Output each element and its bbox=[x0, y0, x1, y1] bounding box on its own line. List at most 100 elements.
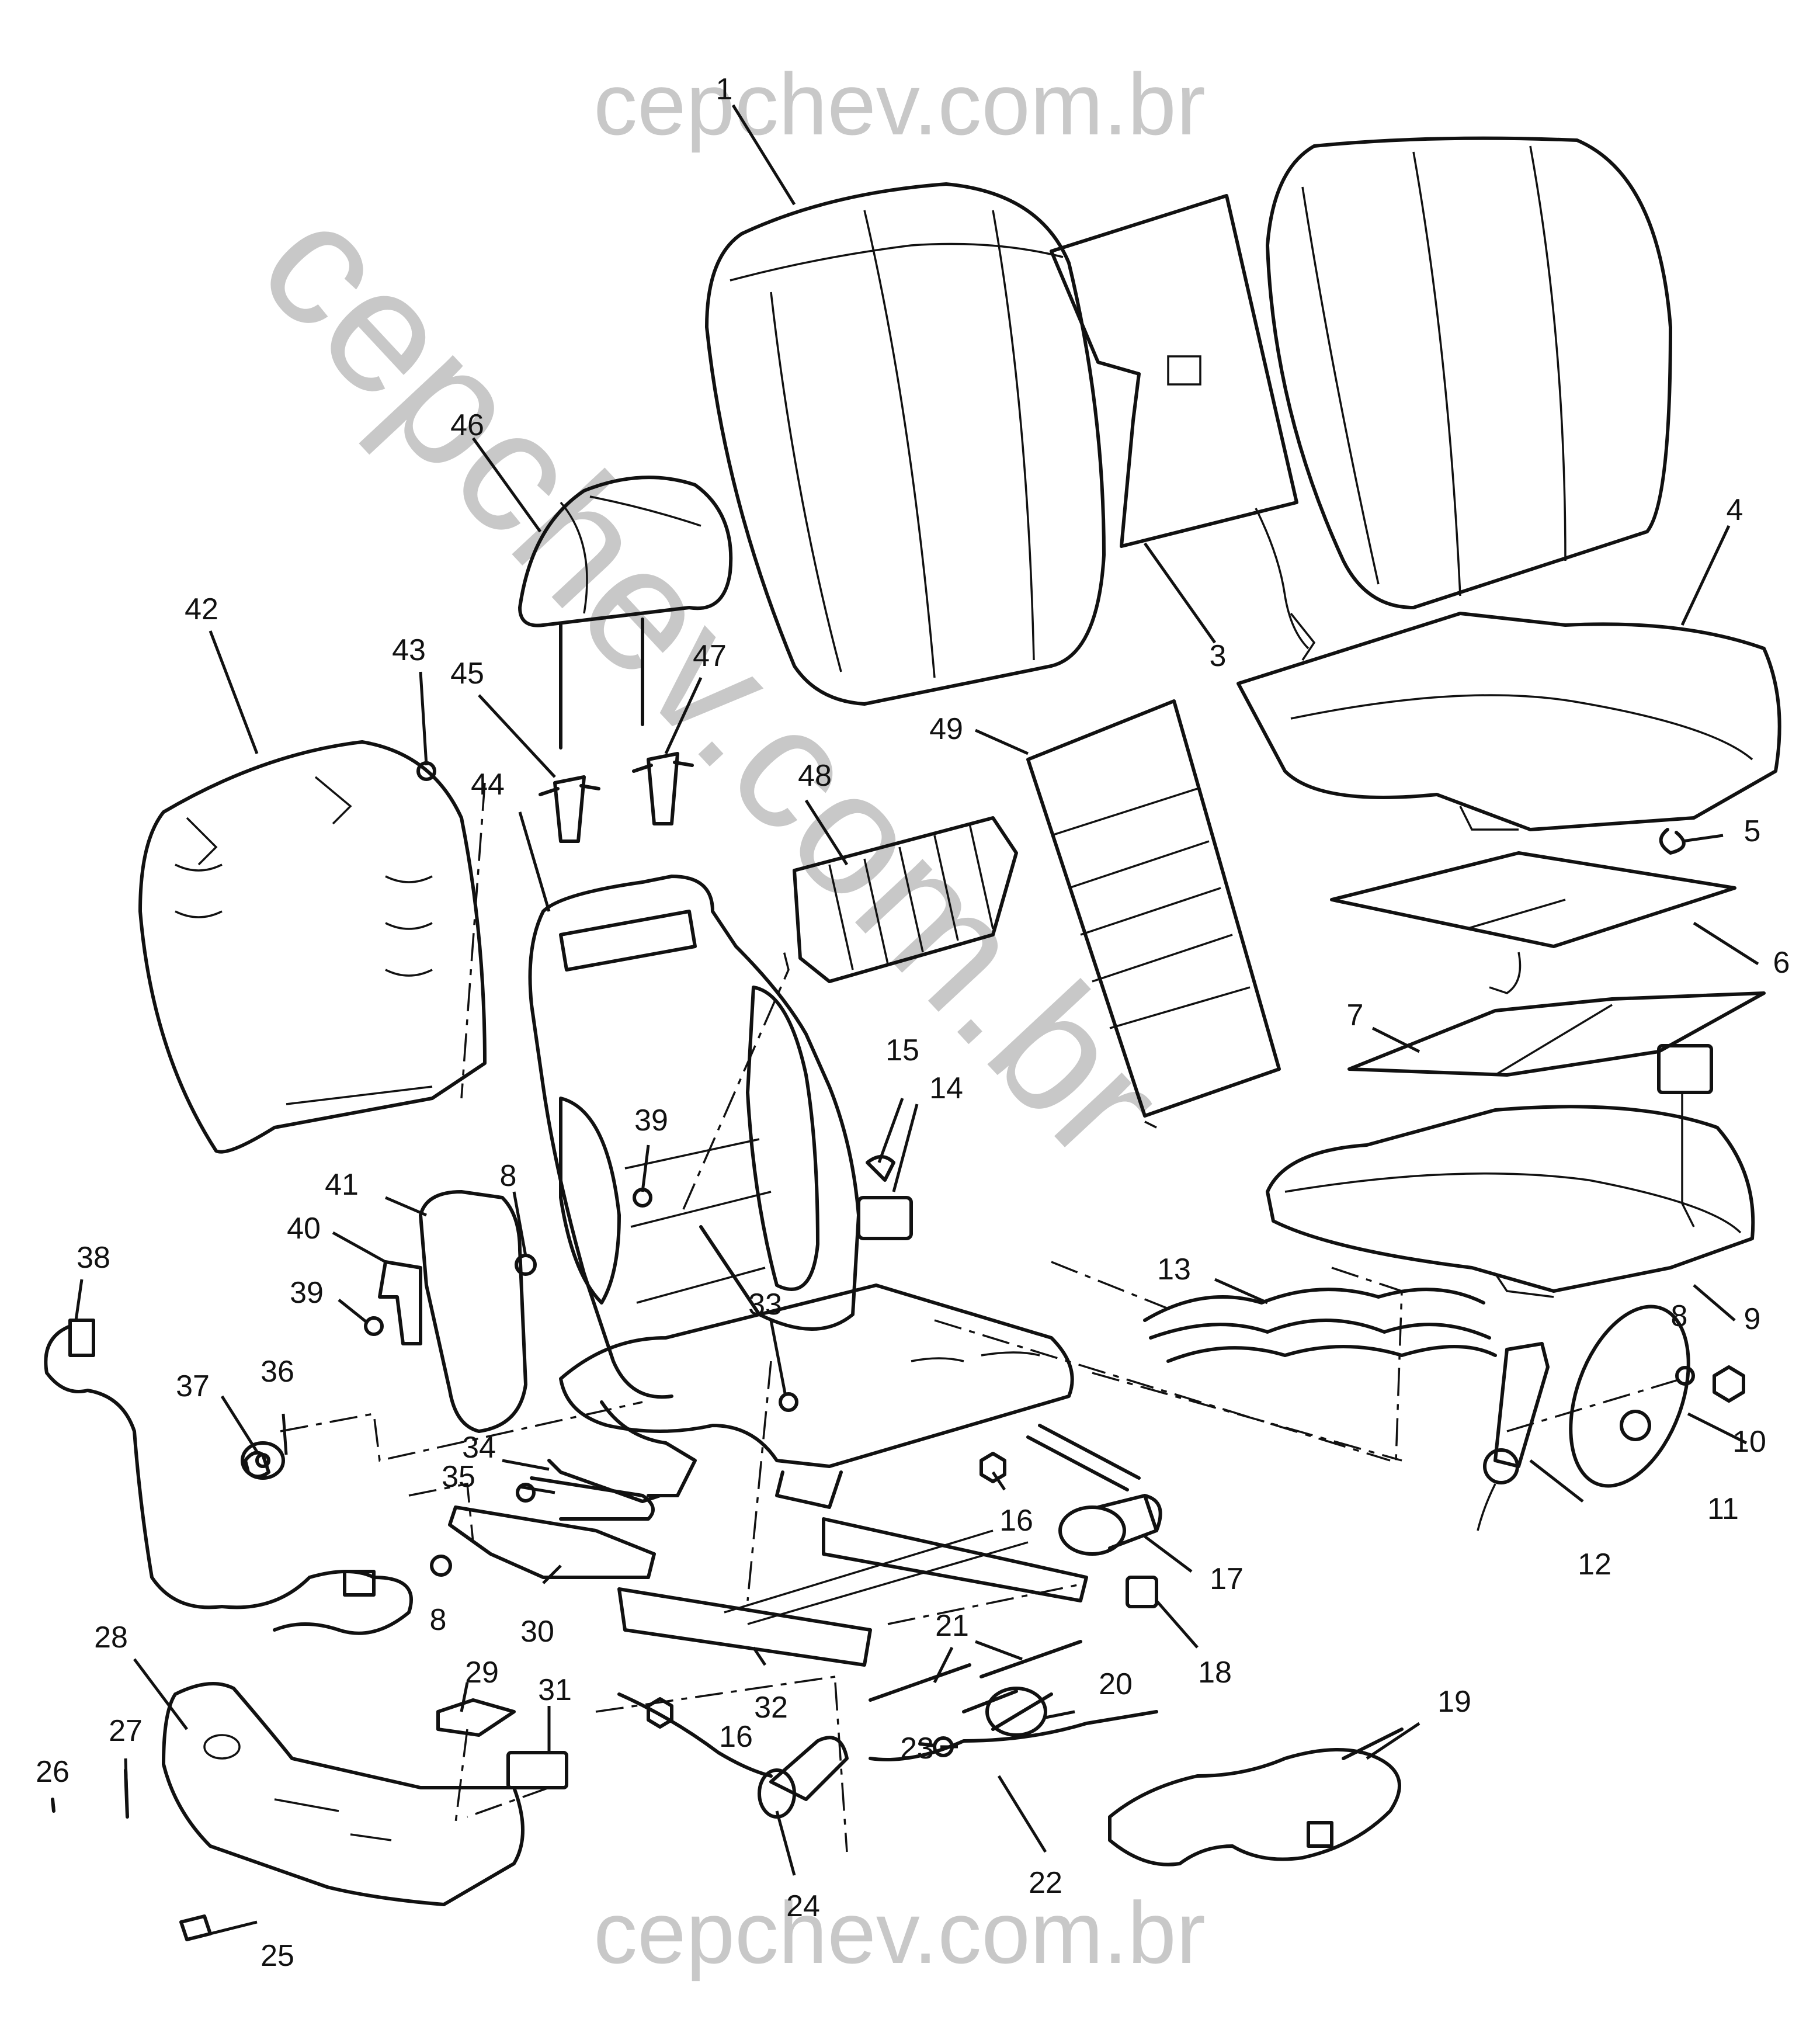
part-link-35 bbox=[547, 1459, 662, 1503]
callout-25: 25 bbox=[261, 1939, 294, 1973]
part-cushion-heater bbox=[1330, 851, 1736, 994]
part-nut-33 bbox=[779, 1392, 798, 1412]
part-spring-mat bbox=[1143, 1288, 1497, 1363]
callout-33: 33 bbox=[748, 1288, 782, 1321]
part-recliner-cover bbox=[1569, 1305, 1690, 1488]
leader-lines bbox=[51, 104, 1759, 1935]
part-bracket bbox=[378, 1260, 422, 1345]
callout-7: 7 bbox=[1347, 998, 1364, 1032]
part-clip bbox=[1659, 828, 1686, 855]
callout-28: 28 bbox=[94, 1621, 128, 1654]
watermark-top: cepchev.com.br bbox=[593, 55, 1206, 153]
callout-39-upper: 39 bbox=[634, 1104, 668, 1137]
callout-27: 27 bbox=[109, 1714, 143, 1748]
part-seat-cushion-cover bbox=[1237, 612, 1781, 831]
part-washer-fastener bbox=[241, 1441, 285, 1480]
part-seatback-frame bbox=[528, 875, 860, 1399]
callout-16-lower: 16 bbox=[719, 1720, 753, 1754]
callout-30: 30 bbox=[520, 1615, 554, 1649]
part-bolt-8-bottom bbox=[430, 1555, 452, 1577]
callout-13: 13 bbox=[1157, 1253, 1191, 1286]
callout-19: 19 bbox=[1437, 1685, 1471, 1719]
callout-45: 45 bbox=[450, 657, 484, 691]
callout-32: 32 bbox=[754, 1691, 788, 1725]
callout-49: 49 bbox=[929, 712, 963, 746]
part-bolt-39-upper bbox=[633, 1188, 652, 1208]
part-nut bbox=[1713, 1365, 1745, 1403]
watermark-bottom: cepchev.com.br bbox=[593, 1883, 1206, 1982]
callout-34: 34 bbox=[462, 1431, 496, 1465]
callout-39-lower: 39 bbox=[290, 1276, 324, 1310]
callout-29: 29 bbox=[465, 1656, 499, 1690]
callout-21: 21 bbox=[935, 1609, 969, 1643]
part-nut-16-upper bbox=[980, 1452, 1006, 1483]
part-push-pin bbox=[866, 1155, 895, 1182]
callout-40: 40 bbox=[287, 1212, 321, 1246]
callout-17: 17 bbox=[1210, 1562, 1244, 1596]
part-side-bolster bbox=[419, 1190, 527, 1433]
part-seat-adjuster-bracket bbox=[448, 1476, 656, 1579]
callout-3: 3 bbox=[1210, 639, 1227, 673]
part-lumbar-support bbox=[793, 816, 1018, 983]
part-switch-31 bbox=[506, 1751, 568, 1789]
part-motor-24 bbox=[617, 1692, 849, 1819]
callout-12: 12 bbox=[1578, 1548, 1611, 1581]
part-headrest bbox=[518, 476, 733, 750]
callout-24: 24 bbox=[786, 1889, 820, 1923]
callout-8-bottom: 8 bbox=[430, 1603, 447, 1637]
part-seatback-heater bbox=[1050, 194, 1316, 661]
callout-1: 1 bbox=[716, 72, 733, 106]
part-clip-18 bbox=[1126, 1576, 1158, 1608]
callout-35: 35 bbox=[442, 1460, 475, 1494]
part-headrest-guides bbox=[539, 752, 694, 843]
part-drive-cables bbox=[869, 1640, 1082, 1702]
watermark-diagonal: cepchev.com.br bbox=[223, 166, 1202, 1196]
part-seatback-panel bbox=[138, 740, 487, 1154]
part-seat-cushion bbox=[1266, 1105, 1755, 1298]
callout-18: 18 bbox=[1198, 1656, 1232, 1690]
callout-23: 23 bbox=[900, 1732, 934, 1765]
part-motor-20 bbox=[962, 1687, 1053, 1737]
part-bolt-8-right bbox=[1675, 1366, 1695, 1386]
callout-43: 43 bbox=[392, 633, 426, 667]
callout-37: 37 bbox=[176, 1369, 210, 1403]
callout-10: 10 bbox=[1732, 1425, 1766, 1459]
part-nut-16-lower bbox=[647, 1697, 673, 1729]
callout-5: 5 bbox=[1744, 814, 1761, 848]
part-seatback-right bbox=[1266, 136, 1672, 609]
callout-labels: 1 3 4 5 6 7 8 8 8 9 10 11 12 13 14 15 16… bbox=[36, 72, 1790, 1973]
alignment-lines bbox=[280, 782, 1683, 1853]
callout-11: 11 bbox=[1707, 1492, 1739, 1526]
callout-14: 14 bbox=[929, 1071, 963, 1105]
callout-47: 47 bbox=[693, 639, 727, 673]
part-module bbox=[857, 1196, 913, 1240]
callout-42: 42 bbox=[185, 592, 218, 626]
part-bolt-34 bbox=[516, 1483, 536, 1503]
callout-36: 36 bbox=[261, 1355, 294, 1389]
callout-6: 6 bbox=[1773, 946, 1790, 980]
part-wiring-harness-left bbox=[44, 1319, 413, 1635]
callout-46: 46 bbox=[450, 408, 484, 442]
part-cushion-sensor bbox=[1347, 991, 1766, 1227]
callout-8-right: 8 bbox=[1671, 1299, 1688, 1333]
part-outer-trim bbox=[162, 1682, 525, 1906]
callout-9: 9 bbox=[1744, 1302, 1761, 1336]
part-knob bbox=[179, 1914, 212, 1941]
callout-44: 44 bbox=[471, 768, 505, 802]
callout-26: 26 bbox=[36, 1755, 70, 1789]
part-harness-bracket bbox=[869, 1710, 1158, 1761]
part-motor-17 bbox=[1026, 1424, 1162, 1556]
callout-8-left: 8 bbox=[500, 1159, 517, 1193]
part-switch-29 bbox=[436, 1698, 516, 1737]
part-seat-track bbox=[617, 1517, 1088, 1667]
callout-38: 38 bbox=[77, 1241, 110, 1275]
callout-20: 20 bbox=[1099, 1667, 1133, 1701]
part-bolt-39-lower bbox=[364, 1316, 384, 1336]
callout-15: 15 bbox=[885, 1033, 919, 1067]
part-wiring-harness-right bbox=[1108, 1727, 1404, 1867]
callout-48: 48 bbox=[798, 759, 832, 793]
part-seat-belt-buckle bbox=[1477, 1342, 1550, 1531]
part-seatback-suspension bbox=[1026, 699, 1281, 1129]
